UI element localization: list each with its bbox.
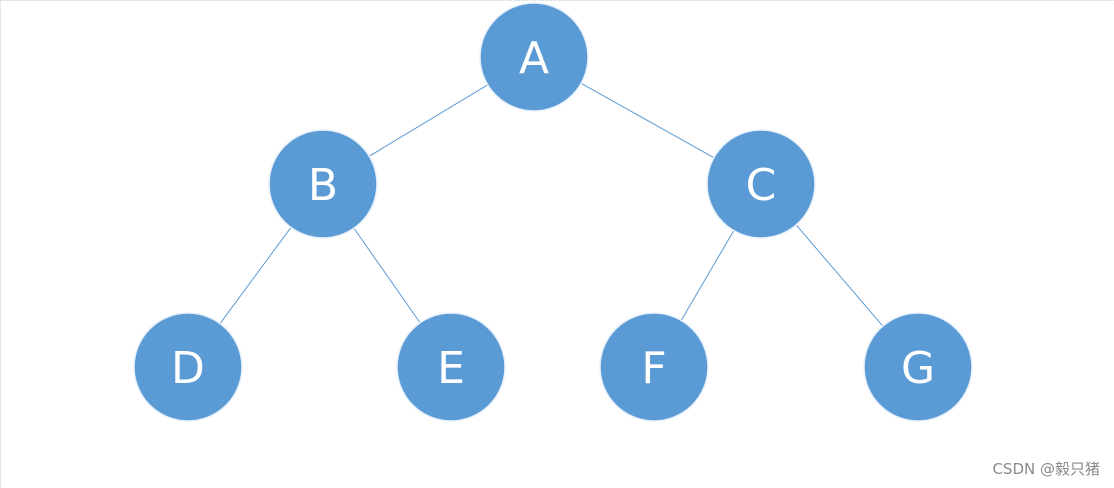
node-e: E [396, 312, 506, 422]
edge-a-b [369, 84, 488, 157]
node-circle-d [133, 312, 243, 422]
node-label-c: C [746, 160, 777, 211]
node-d: D [133, 312, 243, 422]
node-label-g: G [901, 343, 935, 394]
edge-c-g [795, 224, 884, 327]
node-circle-f [599, 312, 709, 422]
node-circle-b [268, 129, 378, 239]
edge-a-c [580, 82, 715, 159]
node-label-f: F [641, 343, 666, 394]
node-circle-c [706, 129, 816, 239]
node-label-e: E [437, 343, 465, 394]
node-circle-g [863, 312, 973, 422]
nodes-layer: A B C D E F G [133, 2, 973, 422]
watermark: CSDN @毅只猪 [992, 460, 1100, 478]
edge-b-d [219, 227, 292, 324]
node-label-d: D [171, 343, 205, 394]
node-circle-a [479, 2, 589, 112]
node-circle-e [396, 312, 506, 422]
node-b: B [268, 129, 378, 239]
edge-c-f [680, 230, 735, 321]
edges-layer [219, 82, 884, 327]
node-label-a: A [519, 33, 549, 84]
node-a: A [479, 2, 589, 112]
node-g: G [863, 312, 973, 422]
node-f: F [599, 312, 709, 422]
node-c: C [706, 129, 816, 239]
node-label-b: B [308, 160, 338, 211]
edge-b-e [353, 227, 421, 324]
